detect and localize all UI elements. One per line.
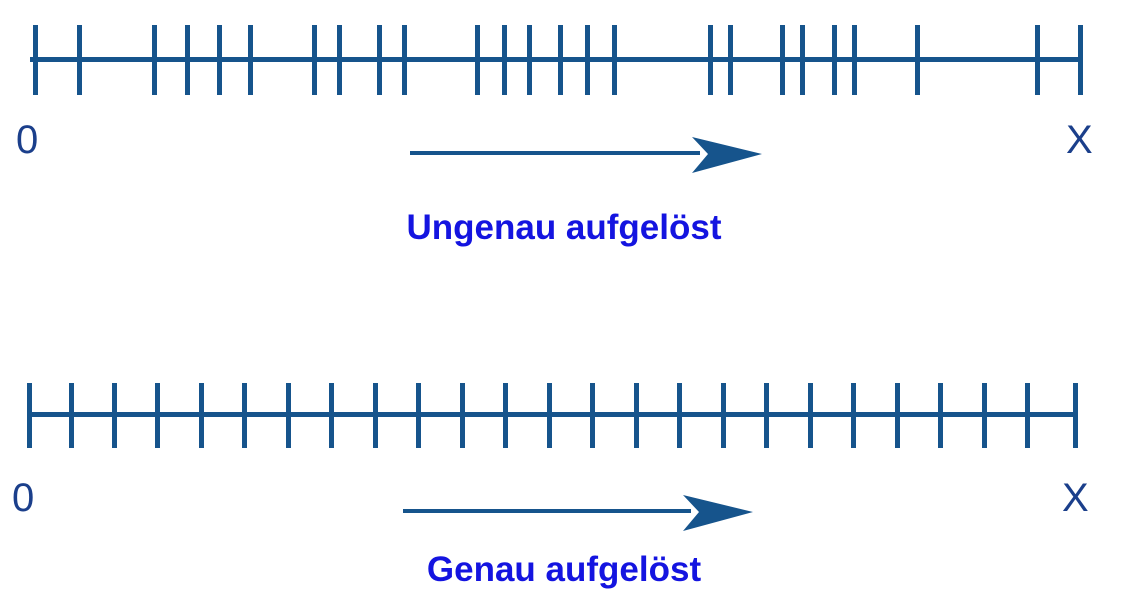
tick-mark-icon: [728, 25, 733, 95]
tick-mark-icon: [1078, 25, 1083, 95]
panel-fine: 0 X Genau aufgelöst: [0, 360, 1128, 602]
axis-end-label-coarse: X: [1066, 118, 1093, 162]
arrow-shaft-icon: [403, 509, 691, 513]
tick-mark-icon: [832, 25, 837, 95]
tick-mark-icon: [112, 383, 117, 448]
tick-mark-icon: [915, 25, 920, 95]
caption-coarse: Ungenau aufgelöst: [406, 208, 722, 247]
tick-mark-icon: [764, 383, 769, 448]
tick-mark-icon: [248, 25, 253, 95]
axis-line-coarse: [30, 57, 1083, 62]
tick-mark-icon: [377, 25, 382, 95]
tick-mark-icon: [634, 383, 639, 448]
tick-mark-icon: [612, 25, 617, 95]
tick-mark-icon: [895, 383, 900, 448]
tick-mark-icon: [373, 383, 378, 448]
direction-arrow-coarse: [410, 133, 762, 177]
caption-fine: Genau aufgelöst: [426, 550, 702, 589]
tick-mark-icon: [547, 383, 552, 448]
tick-mark-icon: [312, 25, 317, 95]
tick-mark-icon: [152, 25, 157, 95]
tick-mark-icon: [938, 383, 943, 448]
tick-mark-icon: [982, 383, 987, 448]
arrow-shaft-icon: [410, 151, 700, 155]
tick-mark-icon: [416, 383, 421, 448]
tick-mark-icon: [800, 25, 805, 95]
tick-mark-icon: [242, 383, 247, 448]
tick-mark-icon: [558, 25, 563, 95]
tick-mark-icon: [185, 25, 190, 95]
tick-mark-icon: [527, 25, 532, 95]
axis-start-label-fine: 0: [12, 476, 35, 520]
tick-mark-icon: [69, 383, 74, 448]
tick-mark-icon: [808, 383, 813, 448]
tick-mark-icon: [585, 25, 590, 95]
axis-end-label-fine: X: [1062, 476, 1089, 520]
axis-start-label-coarse: 0: [16, 118, 39, 162]
tick-mark-icon: [33, 25, 38, 95]
tick-mark-icon: [402, 25, 407, 95]
tick-mark-icon: [337, 25, 342, 95]
tick-mark-icon: [590, 383, 595, 448]
tick-mark-icon: [721, 383, 726, 448]
tick-mark-icon: [852, 25, 857, 95]
tick-mark-icon: [1073, 383, 1078, 448]
tick-mark-icon: [155, 383, 160, 448]
arrow-head-icon: [683, 495, 753, 531]
arrow-head-icon: [692, 137, 762, 173]
direction-arrow-fine: [403, 491, 753, 535]
tick-mark-icon: [286, 383, 291, 448]
tick-mark-icon: [77, 25, 82, 95]
tick-mark-icon: [1025, 383, 1030, 448]
tick-mark-icon: [502, 25, 507, 95]
tick-mark-icon: [475, 25, 480, 95]
axis-line-fine: [27, 412, 1078, 417]
tick-mark-icon: [851, 383, 856, 448]
panel-coarse: 0 X Ungenau aufgelöst: [0, 0, 1128, 300]
tick-mark-icon: [199, 383, 204, 448]
tick-mark-icon: [460, 383, 465, 448]
tick-mark-icon: [329, 383, 334, 448]
tick-mark-icon: [1035, 25, 1040, 95]
tick-mark-icon: [708, 25, 713, 95]
tick-mark-icon: [503, 383, 508, 448]
tick-mark-icon: [217, 25, 222, 95]
tick-mark-icon: [27, 383, 32, 448]
tick-mark-icon: [780, 25, 785, 95]
tick-mark-icon: [677, 383, 682, 448]
